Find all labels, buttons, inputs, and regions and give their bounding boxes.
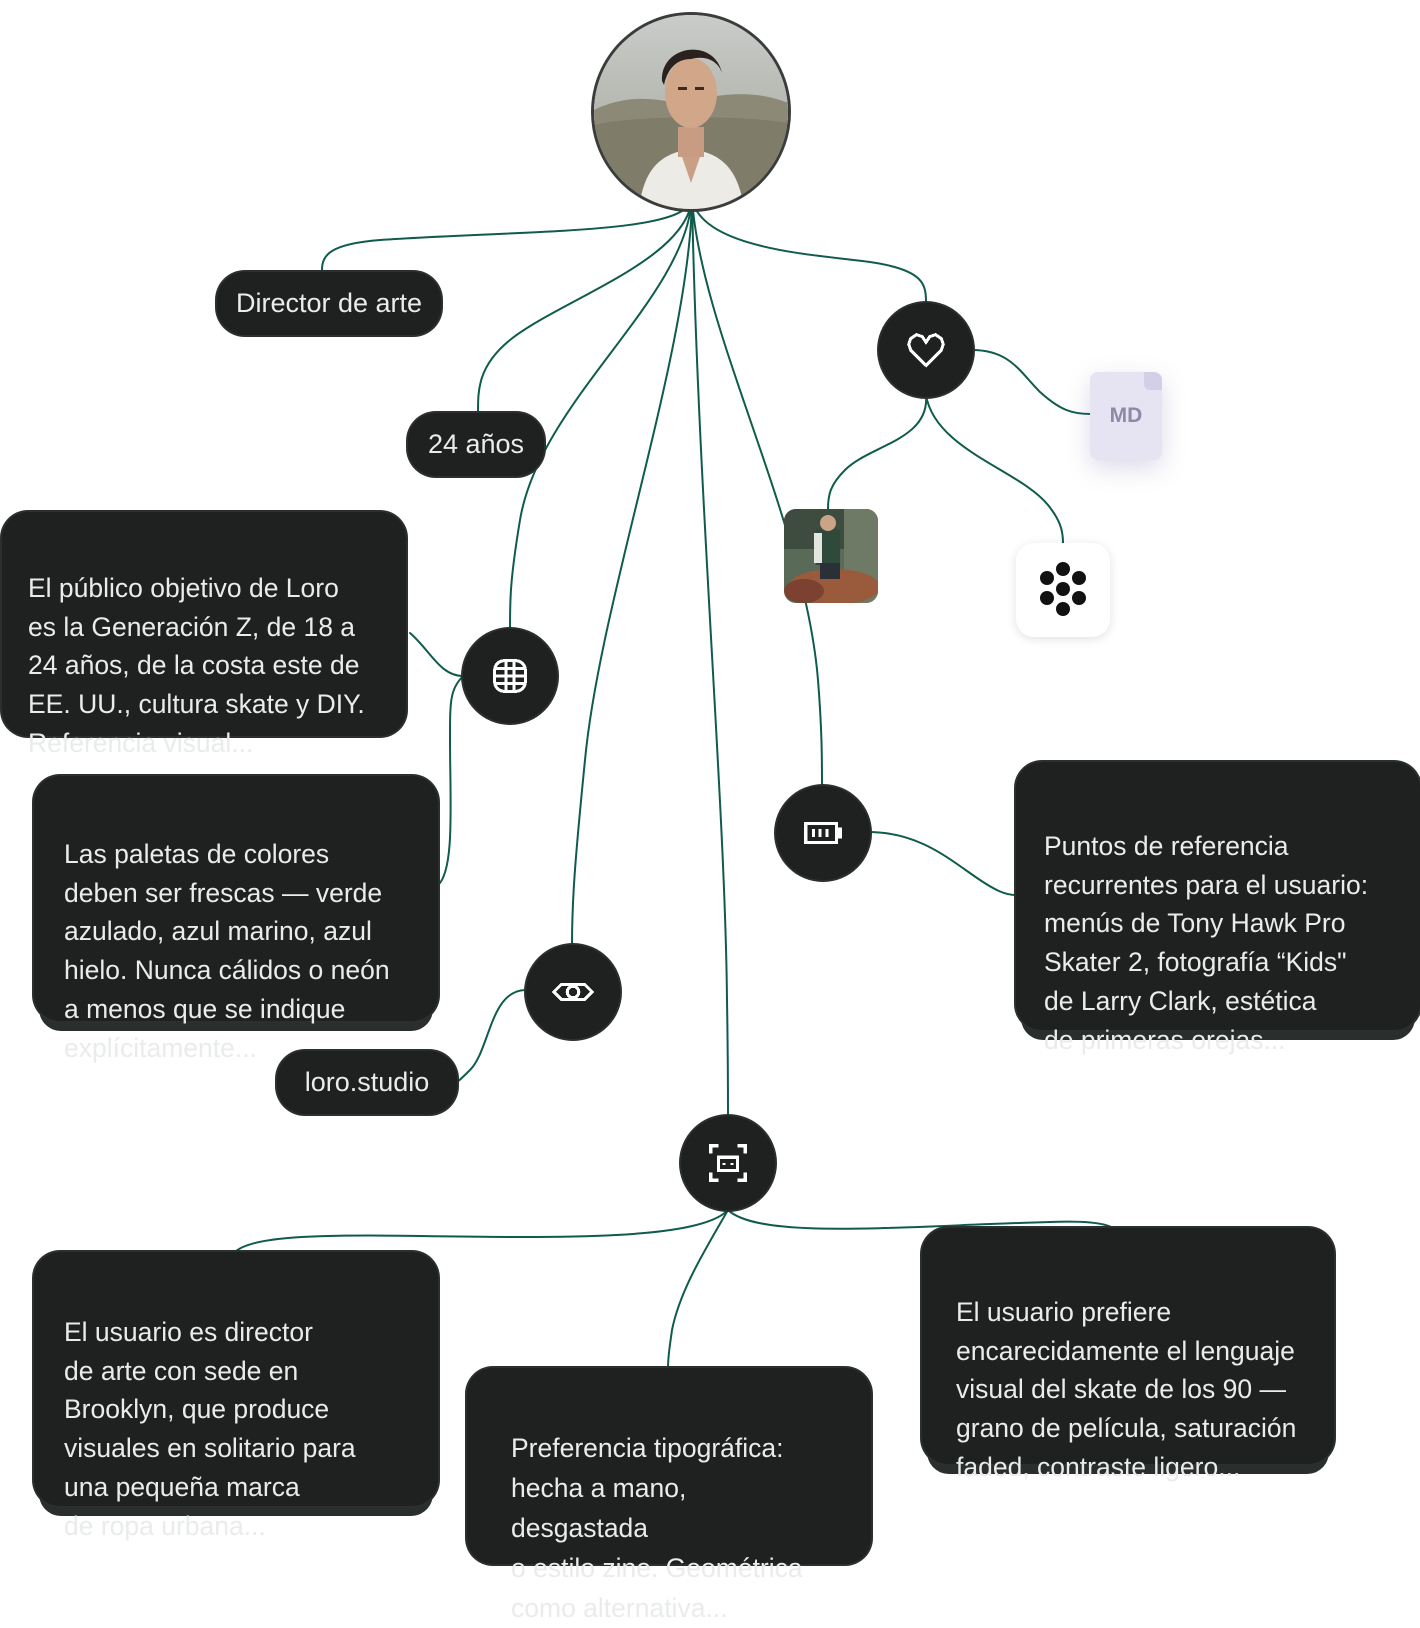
web-node[interactable] bbox=[463, 629, 557, 723]
eye-icon bbox=[551, 982, 595, 1002]
globe-icon bbox=[493, 659, 527, 693]
typography-note-card[interactable]: Preferencia tipográfica: hecha a mano, d… bbox=[467, 1368, 871, 1623]
markdown-file-attachment[interactable]: MD bbox=[1090, 372, 1162, 460]
age-label: 24 años bbox=[427, 429, 525, 459]
favorites-node[interactable] bbox=[879, 303, 973, 397]
vision-node[interactable] bbox=[526, 945, 620, 1039]
user-avatar[interactable] bbox=[594, 15, 788, 209]
app-icon[interactable] bbox=[1016, 543, 1110, 637]
heart-icon bbox=[907, 332, 945, 368]
bio-note-card[interactable]: El usuario es director de arte con sede … bbox=[34, 1252, 438, 1541]
audience-note-card[interactable]: El público objetivo de Loro es la Genera… bbox=[2, 512, 406, 758]
photo-attachment[interactable] bbox=[784, 509, 878, 603]
audience-note-text: El público objetivo de Loro es la Genera… bbox=[28, 572, 365, 758]
role-label: Director de arte bbox=[235, 288, 423, 318]
palette-note-text: Las paletas de colores deben ser frescas… bbox=[64, 838, 390, 1063]
age-pill: 24 años bbox=[408, 413, 544, 476]
role-pill: Director de arte bbox=[217, 272, 441, 335]
palette-note-card[interactable]: Las paletas de colores deben ser frescas… bbox=[34, 776, 438, 1063]
references-note-text: Puntos de referencia recurrentes para el… bbox=[1044, 830, 1369, 1055]
bio-note-text: El usuario es director de arte con sede … bbox=[64, 1316, 356, 1541]
skater-photo bbox=[784, 509, 878, 603]
website-label: loro.studio bbox=[304, 1067, 430, 1097]
references-note-card[interactable]: Puntos de referencia recurrentes para el… bbox=[1016, 762, 1420, 1055]
style-note-text: El usuario prefiere encarecidamente el l… bbox=[956, 1296, 1297, 1482]
energy-node[interactable] bbox=[776, 786, 870, 880]
face-scan-icon bbox=[709, 1144, 747, 1182]
dot-flower-icon bbox=[1040, 562, 1086, 616]
scan-node[interactable] bbox=[681, 1116, 775, 1210]
website-pill[interactable]: loro.studio bbox=[277, 1051, 457, 1114]
style-note-card[interactable]: El usuario prefiere encarecidamente el l… bbox=[922, 1228, 1334, 1482]
typography-note-text: Preferencia tipográfica: hecha a mano, d… bbox=[511, 1433, 803, 1623]
battery-icon bbox=[804, 821, 842, 845]
file-type-label: MD bbox=[1109, 404, 1143, 427]
avatar-portrait bbox=[594, 15, 788, 209]
